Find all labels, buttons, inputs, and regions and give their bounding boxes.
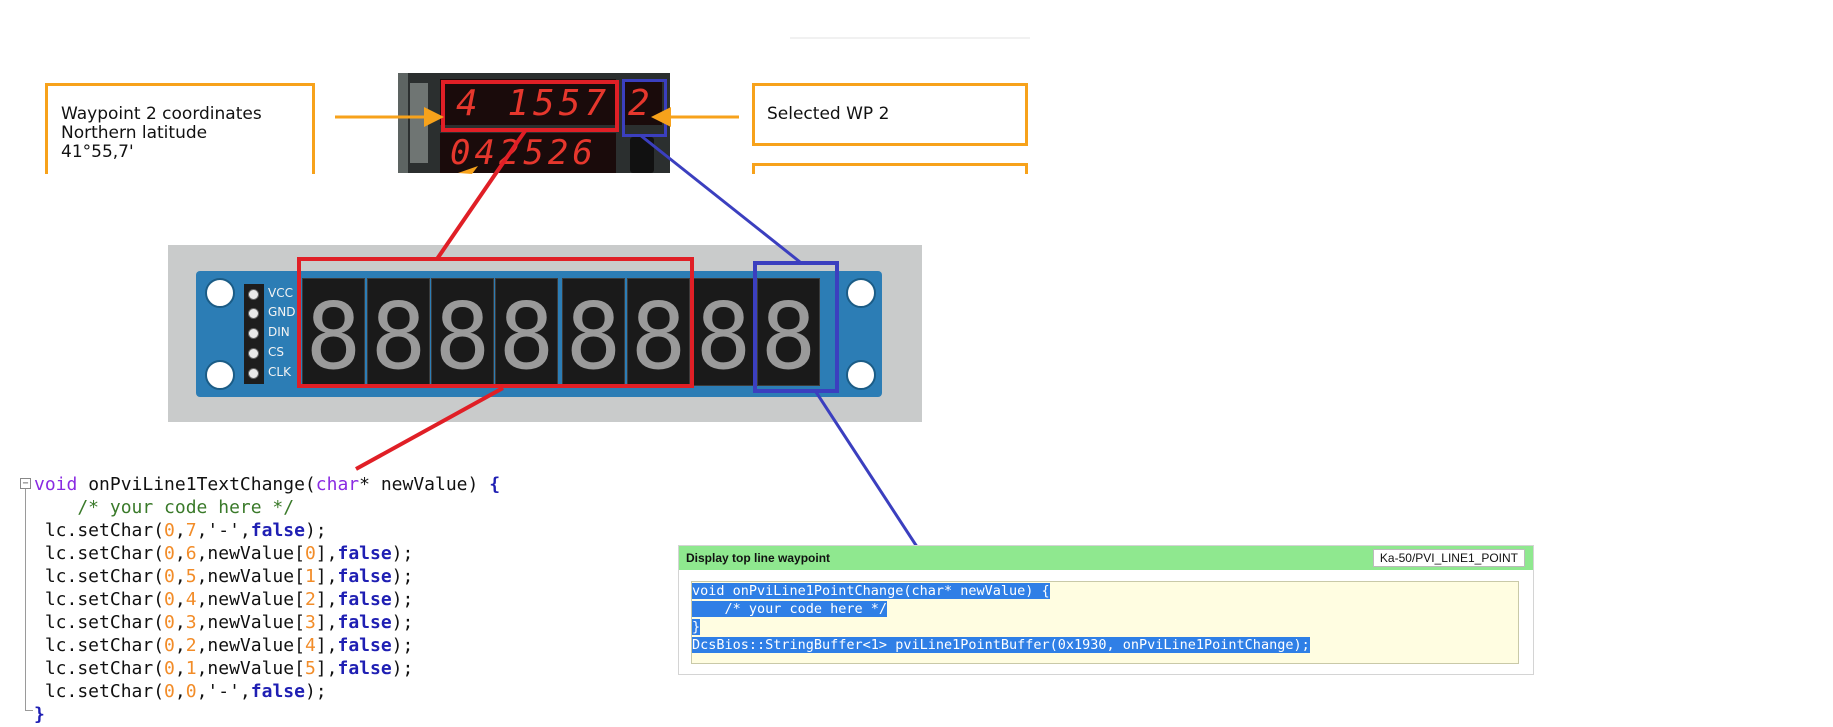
snippet-card: Display top line waypoint Ka-50/PVI_LINE… [678,545,1534,675]
snippet-card-badge[interactable]: Ka-50/PVI_LINE1_POINT [1372,549,1525,567]
panel-line1-red-frame [441,80,619,132]
code-line: lc.setChar(0,1,newValue[5],false); [34,658,414,679]
panel-point-digit: 2 [628,83,654,124]
lower-callout-fragment [752,163,1028,174]
red-connector-panel-to-module [435,129,527,261]
code-line: } [34,704,45,725]
pin-label-gnd: GND [268,305,296,319]
pin-2 [248,308,259,319]
selected-wp-text: Selected WP 2 [767,104,890,124]
code-line: lc.setChar(0,3,newValue[3],false); [34,612,414,633]
module-digit: 8 [692,278,755,390]
code-line: lc.setChar(0,6,newValue[0],false); [34,543,414,564]
module-digit-glyph: 8 [434,283,491,390]
orange-arrow-lower [458,166,478,174]
mount-hole-top-left [205,278,235,308]
snippet-line-text: } [692,619,701,635]
panel-point-blue-frame [622,79,667,137]
pin-label-clk: CLK [268,365,291,379]
pin-5 [248,368,259,379]
code-line: lc.setChar(0,7,'-',false); [34,520,327,541]
module-digit: 8 [367,278,430,390]
snippet-line: void onPviLine1PointChange(char* newValu… [692,582,1518,600]
panel-line1-digits: 4 1557 [456,83,611,124]
mount-hole-top-right [846,278,876,308]
code-line: lc.setChar(0,2,newValue[4],false); [34,635,414,656]
code-line: lc.setChar(0,0,'-',false); [34,681,327,702]
snippet-card-header: Display top line waypoint Ka-50/PVI_LINE… [679,546,1533,570]
waypoint-coordinates-callout: Waypoint 2 coordinates Northern latitude… [45,83,315,174]
snippet-line-text: void onPviLine1PointChange(char* newValu… [692,583,1050,599]
snippet-line: DcsBios::StringBuffer<1> pviLine1PointBu… [692,636,1518,654]
orange-arrow-right [651,107,739,127]
blue-connector-module-to-card [814,391,925,557]
module-digit: 8 [627,278,690,390]
snippet-card-title: Display top line waypoint [686,551,831,565]
mount-hole-bottom-right [846,360,876,390]
module-red-frame [297,257,694,388]
module-digit: 8 [431,278,494,390]
pin-label-vcc: VCC [268,286,293,300]
fold-toggle-icon[interactable]: − [20,478,31,489]
module-digit: 8 [757,278,820,390]
module-blue-frame [753,261,839,393]
module-digit-glyph: 8 [630,283,687,390]
module-digit-glyph: 8 [565,283,622,390]
module-digit-glyph: 8 [498,283,555,390]
snippet-line: /* your code here */ [692,600,1518,618]
red-connector-module-to-code [355,386,504,471]
module-digit-glyph: 8 [695,283,752,390]
panel-line1-window [440,79,616,125]
waypoint-coordinates-text: Waypoint 2 coordinates Northern latitude… [61,104,262,162]
pin-label-cs: CS [268,345,284,359]
module-digit: 8 [302,278,365,390]
fold-guide-end [25,710,33,711]
snippet-line-text: /* your code here */ [692,601,888,617]
panel-switch [410,83,428,163]
top-divider [790,37,1030,39]
code-line: void onPviLine1TextChange(char* newValue… [34,474,501,495]
selected-wp-callout: Selected WP 2 [752,83,1028,146]
code-line: lc.setChar(0,5,newValue[1],false); [34,566,414,587]
orange-arrow-left [335,107,444,127]
code-listing: void onPviLine1TextChange(char* newValue… [34,473,500,726]
module-digit-glyph: 8 [305,283,362,390]
snippet-code-box[interactable]: void onPviLine1PointChange(char* newValu… [691,581,1519,664]
snippet-line-text: DcsBios::StringBuffer<1> pviLine1PointBu… [692,637,1310,653]
pin-4 [248,348,259,359]
panel-bezel [398,73,408,173]
snippet-line: } [692,618,1518,636]
pin-3 [248,328,259,339]
code-line: lc.setChar(0,4,newValue[2],false); [34,589,414,610]
module-digit: 8 [562,278,625,390]
pin-label-din: DIN [268,325,290,339]
module-digit: 8 [495,278,558,390]
pin-1 [248,289,259,300]
panel-line2-window [440,133,616,173]
module-digit-glyph: 8 [760,283,817,390]
module-digit-glyph: 8 [370,283,427,390]
fold-guide [25,489,26,711]
mount-hole-bottom-left [205,360,235,390]
code-line: /* your code here */ [34,497,295,518]
blue-connector-panel-to-module [639,133,801,264]
